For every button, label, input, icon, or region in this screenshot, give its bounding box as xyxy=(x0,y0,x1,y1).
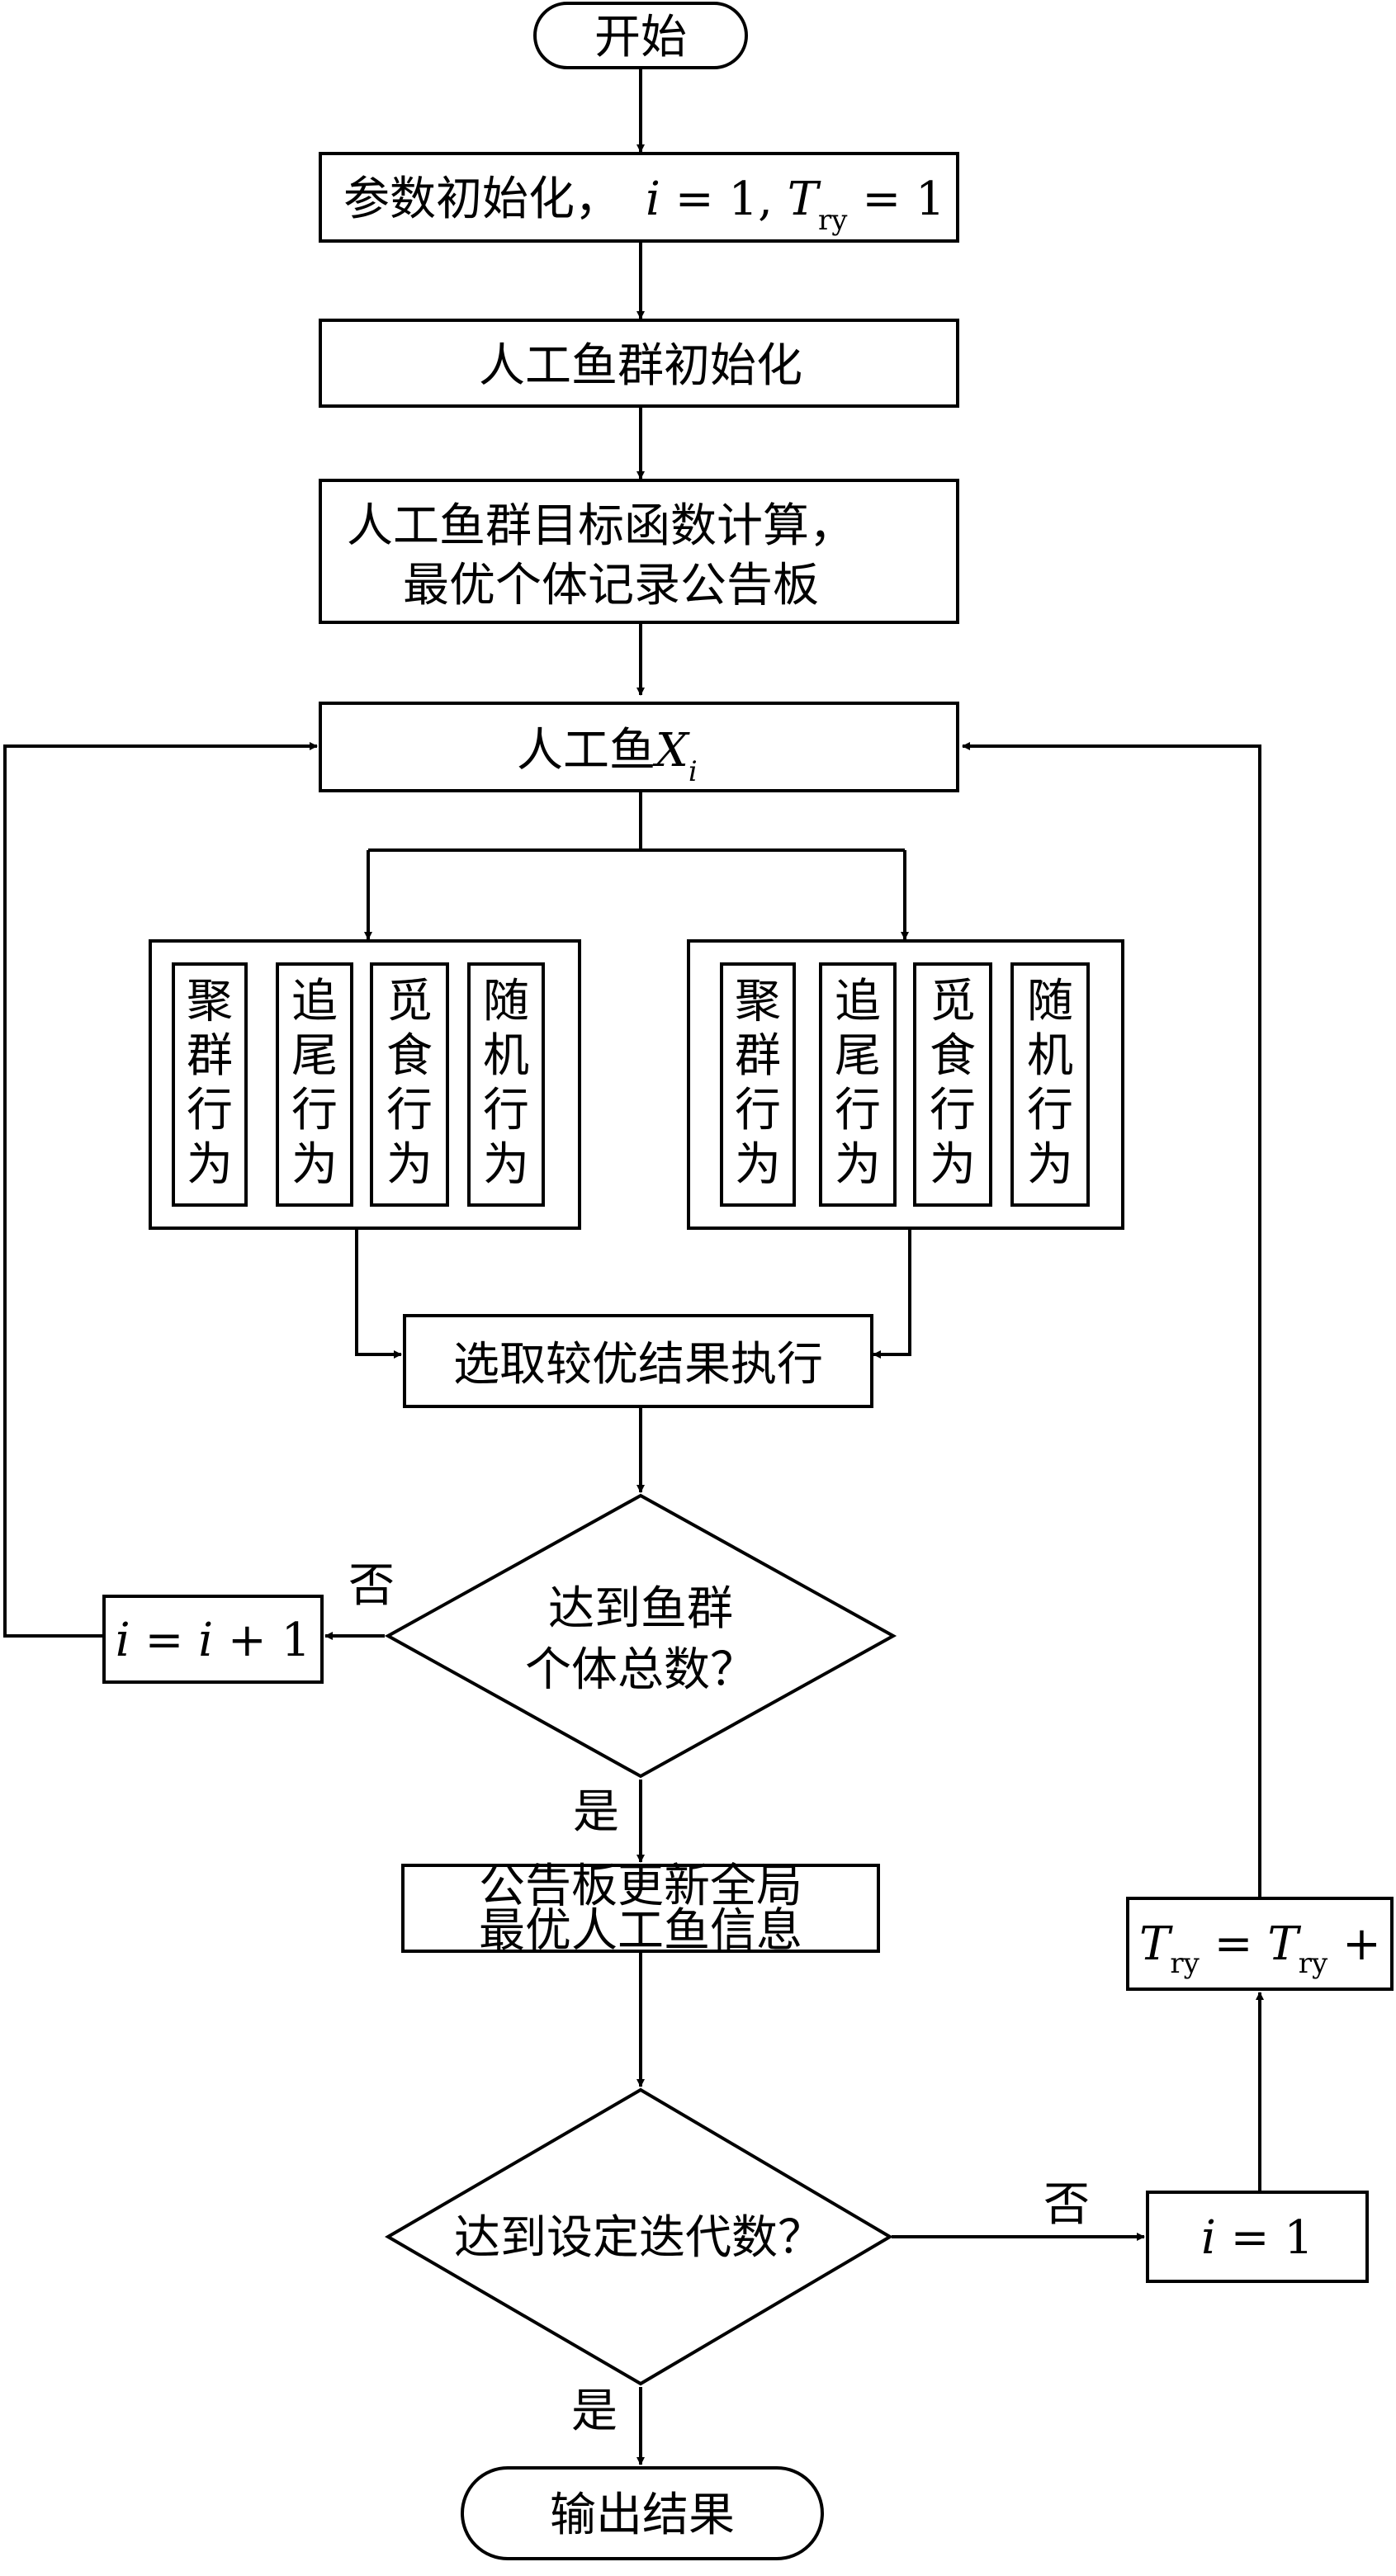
reset-i-box: i = 1 xyxy=(1146,2191,1369,2283)
reset-i-label: i = 1 xyxy=(1201,2211,1313,2265)
increment-i-label: i = i + 1 xyxy=(116,1614,311,1667)
update-line2: 最优人工鱼信息 xyxy=(479,1904,802,1958)
select-box: 选取较优结果执行 xyxy=(403,1314,873,1408)
behavior-right-3: 觅食行为 xyxy=(913,962,992,1207)
fish-init-box: 人工鱼群初始化 xyxy=(319,319,959,408)
select-label: 选取较优结果执行 xyxy=(453,1338,823,1392)
yes-label-2: 是 xyxy=(571,2385,618,2438)
fish-xi-label: 人工鱼Xi xyxy=(517,724,698,788)
behavior-right-1-text: 聚群行为 xyxy=(735,975,781,1192)
output-terminal: 输出结果 xyxy=(461,2466,824,2560)
behavior-left-2: 追尾行为 xyxy=(276,962,353,1207)
fish-xi-box: 人工鱼Xi xyxy=(319,702,959,792)
behavior-right-2-text: 追尾行为 xyxy=(835,975,881,1192)
decision-iterations-label: 达到设定迭代数？ xyxy=(454,2211,824,2265)
decision-total-fish: 达到鱼群 个体总数？ xyxy=(384,1493,897,1779)
update-line1: 公告板更新全局 xyxy=(479,1860,802,1913)
no-label-1: 否 xyxy=(348,1559,395,1613)
behavior-left-2-text: 追尾行为 xyxy=(291,975,338,1192)
behavior-right-4: 随机行为 xyxy=(1010,962,1090,1207)
output-label: 输出结果 xyxy=(550,2489,735,2542)
connectors xyxy=(3,69,1264,2465)
start-terminal: 开始 xyxy=(533,2,748,69)
behavior-right-1: 聚群行为 xyxy=(720,962,796,1207)
behavior-right-4-text: 随机行为 xyxy=(1027,975,1073,1192)
behavior-left-1: 聚群行为 xyxy=(172,962,248,1207)
behavior-group-left: 聚群行为 追尾行为 觅食行为 随机行为 xyxy=(149,939,581,1230)
decision-total-line1: 达到鱼群 xyxy=(548,1582,733,1636)
objective-line1: 人工鱼群目标函数计算， xyxy=(347,499,855,553)
param-init-label: 参数初始化，i = 1, Try = 1 xyxy=(343,173,945,237)
increment-i-box: i = i + 1 xyxy=(102,1595,324,1684)
behavior-left-3: 觅食行为 xyxy=(370,962,449,1207)
objective-line2: 最优个体记录公告板 xyxy=(403,559,819,612)
behavior-right-2: 追尾行为 xyxy=(819,962,897,1207)
behavior-group-right: 聚群行为 追尾行为 觅食行为 随机行为 xyxy=(687,939,1124,1230)
update-box: 公告板更新全局 最优人工鱼信息 xyxy=(401,1860,880,1958)
increment-t-box: Try = Try + 1 xyxy=(1126,1897,1396,1991)
behavior-left-4-text: 随机行为 xyxy=(483,975,529,1192)
fish-init-label: 人工鱼群初始化 xyxy=(479,339,802,393)
objective-box: 人工鱼群目标函数计算， 最优个体记录公告板 xyxy=(319,479,959,624)
decision-iterations: 达到设定迭代数？ xyxy=(385,2087,893,2386)
start-label: 开始 xyxy=(594,11,687,64)
behavior-right-3-text: 觅食行为 xyxy=(930,975,976,1192)
no-label-2: 否 xyxy=(1043,2178,1090,2232)
decision-total-line2: 个体总数？ xyxy=(525,1643,756,1697)
param-init-box: 参数初始化，i = 1, Try = 1 xyxy=(319,152,959,243)
increment-t-label: Try = Try + 1 xyxy=(1139,1917,1396,1980)
behavior-left-1-text: 聚群行为 xyxy=(187,975,233,1192)
yes-label-1: 是 xyxy=(573,1785,619,1839)
behavior-left-3-text: 觅食行为 xyxy=(386,975,433,1192)
behavior-left-4: 随机行为 xyxy=(467,962,545,1207)
